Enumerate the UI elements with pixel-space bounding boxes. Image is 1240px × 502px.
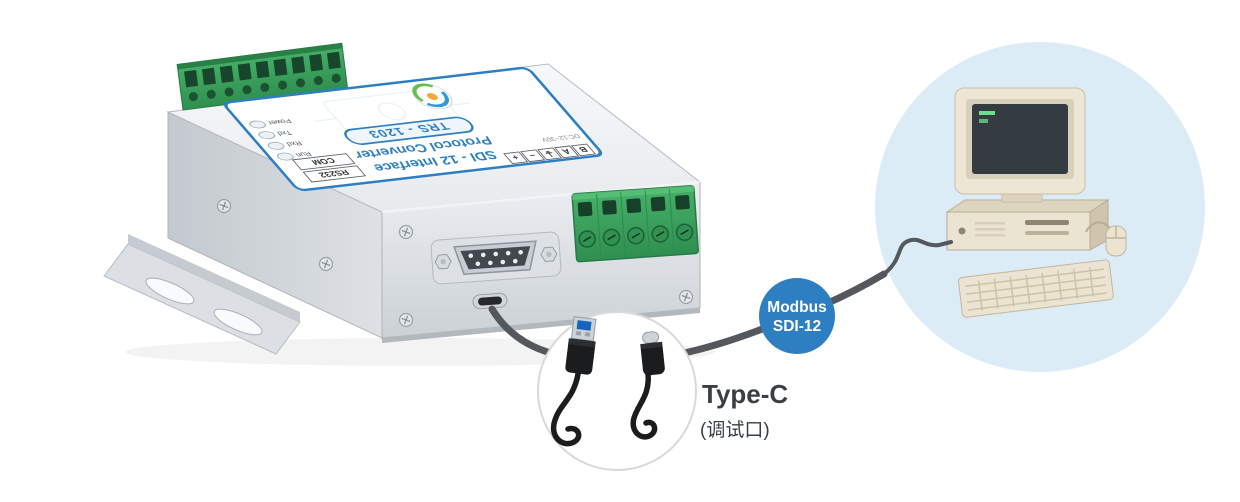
drive-slot [1025,231,1069,235]
com-marking: COM [309,156,337,166]
screen-text-line [979,111,995,115]
usb-c-connector [640,331,665,376]
power-button [958,227,966,235]
model-box [344,116,474,145]
device-typec-port [472,292,508,310]
mouse [1085,221,1127,257]
rs232-box [302,165,367,183]
usb-a-tongue [576,320,592,331]
screw [318,256,334,272]
screw [398,224,414,240]
led [267,141,285,150]
case-front [946,211,1091,251]
power-marking: DC:12~30V [539,133,582,143]
led-label: Rxd [284,140,304,148]
typec-title: Type-C [702,379,788,409]
connection-cable-tail [882,237,953,276]
keyboard-keys [964,266,1108,311]
db9-pins [468,249,523,267]
terminal-marking: B [576,145,590,153]
flange-slot [213,308,263,336]
typec-callout [537,311,697,471]
terminal-screws [578,223,694,248]
usb-c-cable [630,371,658,440]
wire-openings [577,194,690,217]
mouse-cable [1085,221,1113,233]
badge-circle [759,278,835,354]
monitor-screen [972,104,1068,174]
terminal-markings: B A ⏚ − + [503,143,597,165]
modbus-badge: Modbus SDI-12 [759,278,835,354]
usb-a-cable [550,371,582,447]
terminal-marking: + [509,153,521,161]
typec-subtitle: (调试口) [700,419,770,441]
monitor-stand [1001,193,1043,203]
led [276,152,294,161]
screw [398,312,414,328]
hex-standoff [434,254,452,270]
db9-connector [430,231,562,285]
terminal-marking: − [526,151,538,159]
led [258,131,276,140]
terminal-marking: A [559,147,573,155]
led-label: Txd [275,129,294,137]
badge-line1: Modbus [767,299,826,316]
rs232-marking: RS232 [317,168,352,179]
badge-line2: SDI-12 [773,318,821,335]
led [249,120,266,129]
screw [678,289,694,305]
computer-callout [875,42,1205,372]
wire-openings [184,51,341,88]
typec-circle-bg [537,311,697,471]
screen-cursor [979,119,988,123]
desktop-case [945,199,1110,251]
hex-standoff [540,246,558,262]
com-box [291,153,356,171]
floppy-slot [1025,220,1069,225]
mounting-flange [103,234,301,355]
led-indicators: Run Rxd Txd Power [249,117,314,161]
crt-monitor [954,87,1086,203]
screw [216,198,232,214]
led-label: Run [294,150,314,158]
usb-a-connector [565,316,597,375]
brand-logo [412,83,453,110]
front-terminal-block [571,184,699,263]
keyboard [957,259,1114,318]
terminal-marking: ⏚ [541,149,557,158]
led-label: Power [265,117,293,126]
terminal-screws [188,73,341,102]
flange-slot [145,277,195,305]
device-label: B A ⏚ − + DC:12~30V SDI - 12 Interface P… [223,66,603,192]
